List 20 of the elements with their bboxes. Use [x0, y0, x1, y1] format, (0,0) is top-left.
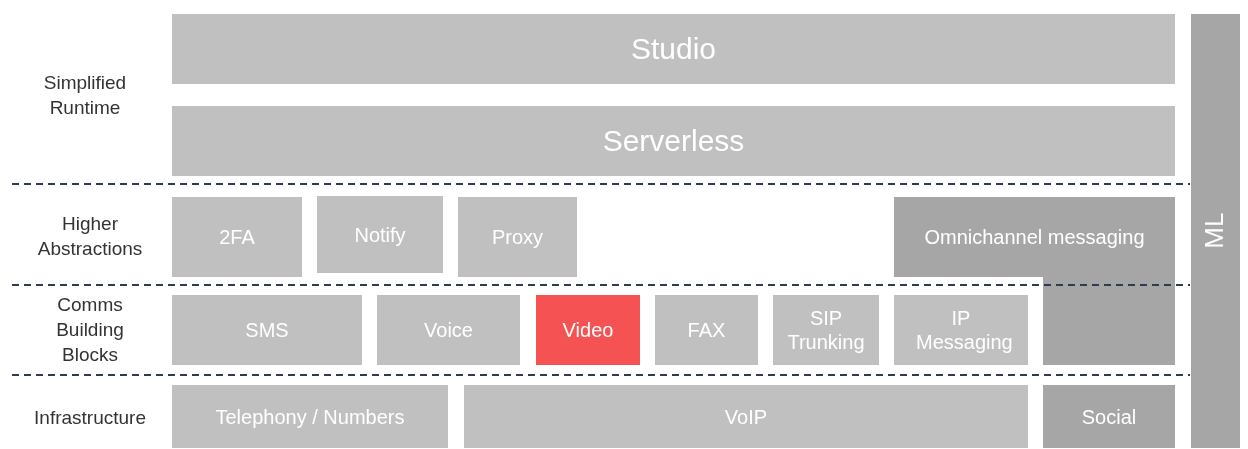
layer-label: Comms Building Blocks	[55, 293, 125, 367]
service-block: SIP Trunking	[773, 295, 879, 365]
layer-label: Infrastructure	[33, 406, 147, 430]
highlighted-block: Video	[536, 295, 640, 365]
layer-label: Simplified Runtime	[42, 71, 128, 120]
block-label: Omnichannel messaging	[923, 225, 1146, 250]
service-block: IP Messaging	[894, 295, 1028, 365]
vertical-bar: ML	[1191, 14, 1240, 448]
service-block: SMS	[172, 295, 362, 365]
service-block: Proxy	[458, 197, 577, 277]
service-block: FAX	[655, 295, 758, 365]
layer-bar: Studio	[172, 14, 1175, 84]
service-block: 2FA	[172, 197, 302, 277]
service-block: Telephony / Numbers	[172, 385, 448, 448]
service-block: Social	[1043, 385, 1175, 448]
layer-bar: Serverless	[172, 106, 1175, 176]
layer-label: Higher Abstractions	[36, 212, 144, 261]
service-block: VoIP	[464, 385, 1028, 448]
service-block: Voice	[377, 295, 520, 365]
service-block: Notify	[317, 196, 443, 273]
